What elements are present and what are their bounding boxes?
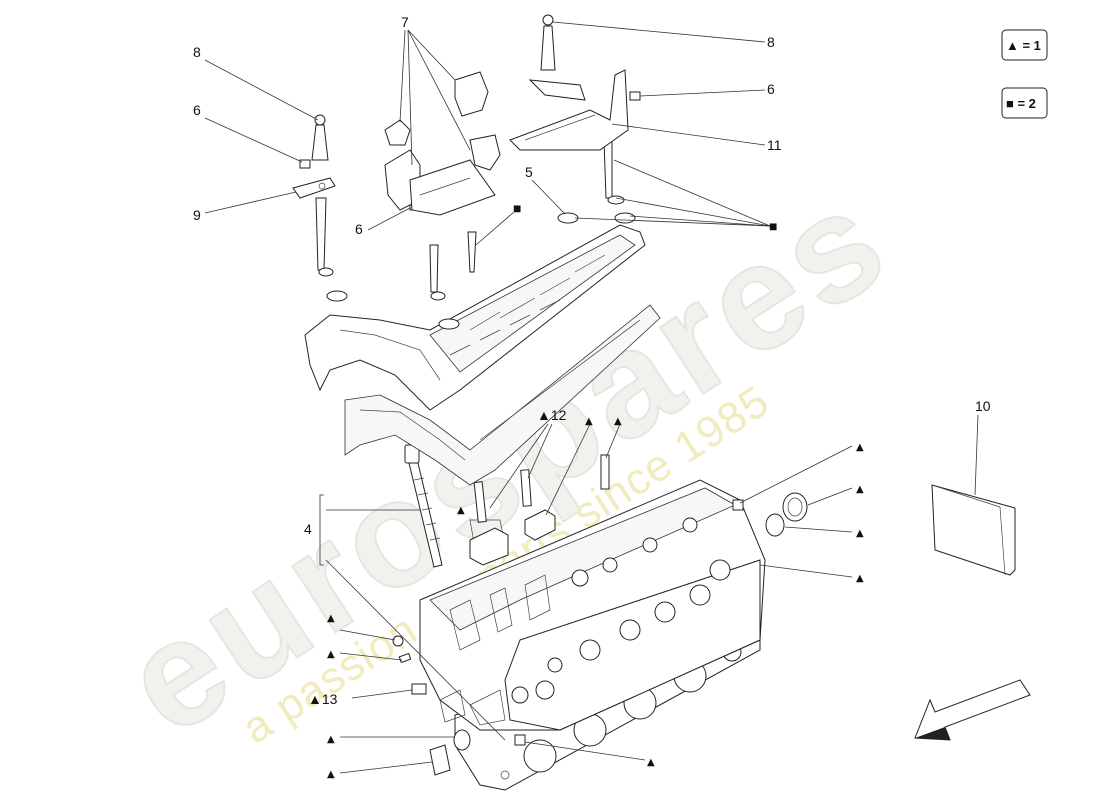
cylinder-head <box>419 479 766 731</box>
triangle-marker: ▲ <box>856 442 864 453</box>
triangle-marker: ▲ <box>856 528 864 539</box>
legend: ▲ = 1 ■ = 2 <box>1001 29 1048 119</box>
left-small-parts <box>392 635 526 776</box>
legend-triangle-box <box>1001 29 1048 61</box>
triangle-marker: ▲ <box>327 734 335 745</box>
callout-6-left: 6 <box>193 102 201 118</box>
triangle-marker: ▲ <box>327 613 335 624</box>
bracket-left <box>292 177 336 199</box>
right-seals <box>732 492 808 537</box>
bracket-right <box>509 69 629 151</box>
callout-7: 7 <box>401 14 409 30</box>
triangle-marker: ▲ <box>585 416 593 427</box>
callout-13: ▲13 <box>308 691 338 707</box>
triangle-marker: ▲ <box>457 505 465 516</box>
direction-arrow-icon <box>914 679 1031 741</box>
triangle-marker: ▲ <box>327 769 335 780</box>
cover-gasket <box>344 304 661 486</box>
square-marker-middle: ■ <box>513 200 521 216</box>
triangle-markers: ▲ ▲ ▲ ▲ ▲ ▲ ▲ ▲ ▲ ▲ ▲ ▲ <box>327 416 864 780</box>
stud-blocks <box>469 509 556 566</box>
square-marker-right: ■ <box>769 218 777 234</box>
head-bolt <box>404 444 443 568</box>
callouts: 8 6 9 7 6 5 8 6 11 ▲12 4 10 ▲13 <box>193 14 991 707</box>
callout-11: 11 <box>767 137 782 153</box>
kit-bag <box>931 484 1016 576</box>
callout-6-middle: 6 <box>355 221 363 237</box>
triangle-marker: ▲ <box>614 416 622 427</box>
legend-triangle: ▲ = 1 <box>1006 38 1041 53</box>
callout-10: 10 <box>975 398 991 414</box>
callout-5: 5 <box>525 164 533 180</box>
callout-6-right: 6 <box>767 81 775 97</box>
coils <box>384 71 501 216</box>
parts <box>292 14 1031 791</box>
square-markers: ■ ■ <box>513 200 777 234</box>
triangle-marker: ▲ <box>856 484 864 495</box>
legend-square: ■ = 2 <box>1006 96 1036 111</box>
leader-lines <box>204 21 979 774</box>
triangle-marker: ▲ <box>856 573 864 584</box>
callout-8-left: 8 <box>193 44 201 60</box>
callout-9: 9 <box>193 207 201 223</box>
studs <box>473 454 610 523</box>
callout-4: 4 <box>304 521 312 537</box>
callout-12: ▲12 <box>537 407 567 423</box>
triangle-marker: ▲ <box>647 757 655 768</box>
triangle-marker: ▲ <box>327 649 335 660</box>
callout-8-right: 8 <box>767 34 775 50</box>
valve-cover <box>304 224 646 411</box>
knob-studs <box>311 14 556 161</box>
legend-square-box <box>1001 87 1048 119</box>
